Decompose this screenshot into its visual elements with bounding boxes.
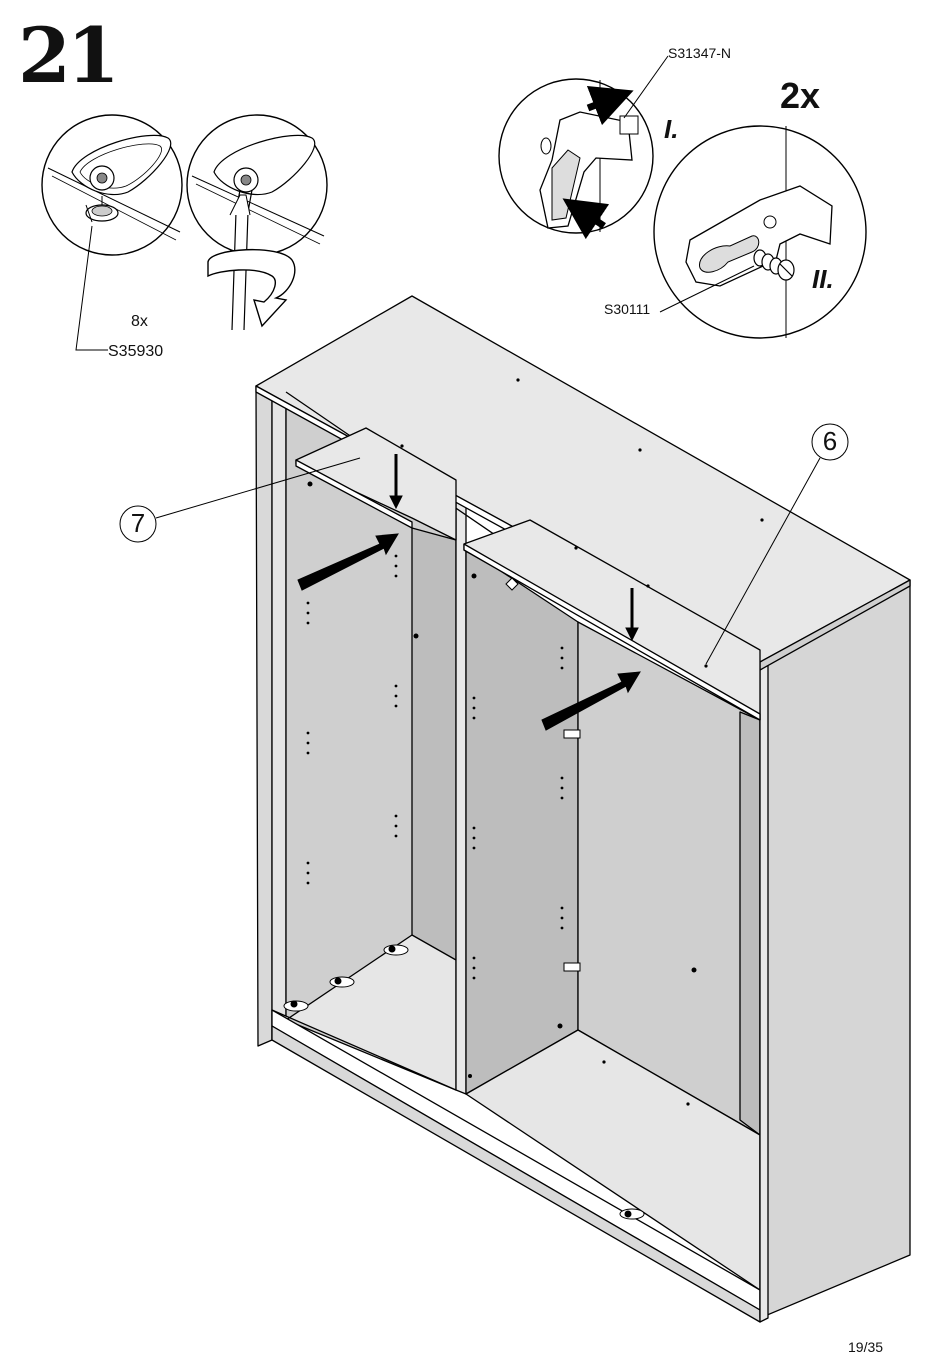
page-number: 19/35 bbox=[848, 1339, 883, 1355]
part-label-7: 7 bbox=[120, 508, 156, 539]
substep-label-1: I. bbox=[664, 114, 678, 145]
substep-label-2: II. bbox=[812, 264, 834, 295]
detail-circle-connector-step-1 bbox=[499, 56, 668, 233]
part-code-cam-insert: S35930 bbox=[108, 343, 163, 361]
quantity-connectors: 2x bbox=[780, 78, 820, 114]
detail-circle-screwdriver bbox=[187, 115, 327, 330]
detail-circle-cam-insert bbox=[42, 115, 182, 350]
detail-circle-connector-step-2 bbox=[654, 126, 866, 338]
quantity-cam-inserts: 8x bbox=[131, 313, 148, 331]
part-label-6: 6 bbox=[812, 426, 848, 457]
step-number: 21 bbox=[18, 18, 116, 94]
part-code-screw: S30111 bbox=[604, 301, 650, 317]
rotation-arrow-icon bbox=[208, 250, 295, 326]
part-code-connector: S31347-N bbox=[668, 45, 731, 61]
